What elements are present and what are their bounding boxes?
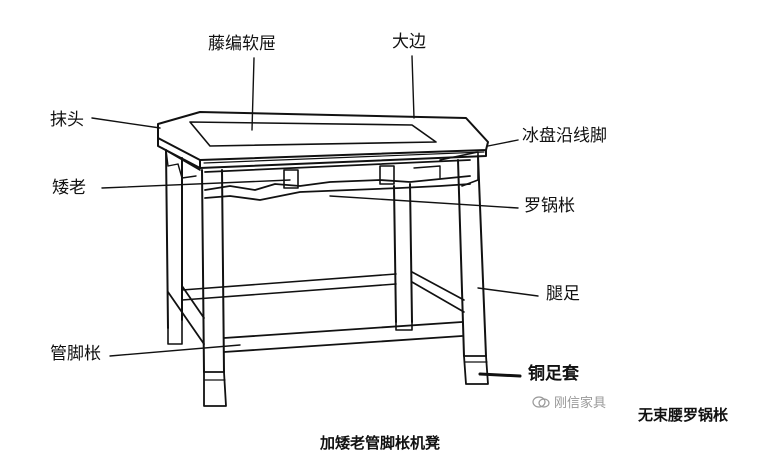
label-leg: 腿足 (546, 284, 580, 304)
leader-ice-plate (487, 139, 519, 147)
bronze-cap-front-right (463, 355, 489, 385)
luoguo-stretcher (204, 183, 471, 201)
leader-luoguo (329, 195, 519, 209)
leader-big-edge (411, 55, 415, 119)
leader-end-cap (91, 117, 161, 129)
leader-leg (477, 287, 539, 297)
leader-lines (91, 55, 539, 378)
bronze-cap-back-right (395, 321, 413, 331)
front-lower-rail (204, 175, 471, 191)
watermark-text: 刚信家具 (554, 396, 607, 411)
foot-stretcher-left (167, 285, 205, 345)
front-upper-rail (204, 159, 471, 173)
bronze-cap-front-left (203, 371, 227, 407)
foot-stretcher-back (181, 273, 397, 301)
label-foot-stretcher: 管脚枨 (50, 344, 101, 364)
leg-front-left (201, 169, 225, 373)
bronze-cap-back-left (167, 319, 183, 345)
leader-rattan (251, 57, 255, 131)
leg-back-right (393, 183, 413, 323)
label-dwarf-post: 矮老 (52, 178, 86, 198)
foot-stretcher-right (411, 271, 465, 313)
label-ice-plate-molding: 冰盘沿线脚 (522, 126, 607, 146)
leg-front-right (457, 155, 487, 357)
label-rattan-seat: 藤编软屉 (208, 34, 276, 54)
caption-side: 无束腰罗锅枨 (638, 406, 729, 424)
label-big-edge: 大边 (392, 32, 426, 52)
rattan-panel (189, 121, 437, 147)
dwarf-post-1 (283, 169, 299, 189)
leader-foot-stretcher (109, 344, 241, 357)
caption-main: 加矮老管脚枨机凳 (319, 434, 440, 452)
dwarf-post-2 (379, 165, 395, 185)
label-luoguo-stretcher: 罗锅枨 (524, 196, 575, 216)
leader-dwarf-post (101, 179, 291, 189)
foot-stretcher-front (223, 321, 463, 353)
leader-bronze-cap (478, 372, 522, 378)
label-bronze-foot-cap: 铜足套 (528, 364, 579, 384)
watermark: 刚信家具 (532, 392, 606, 411)
wechat-icon (532, 395, 550, 408)
seat-frame (157, 111, 489, 161)
label-end-cap: 抹头 (50, 110, 84, 130)
